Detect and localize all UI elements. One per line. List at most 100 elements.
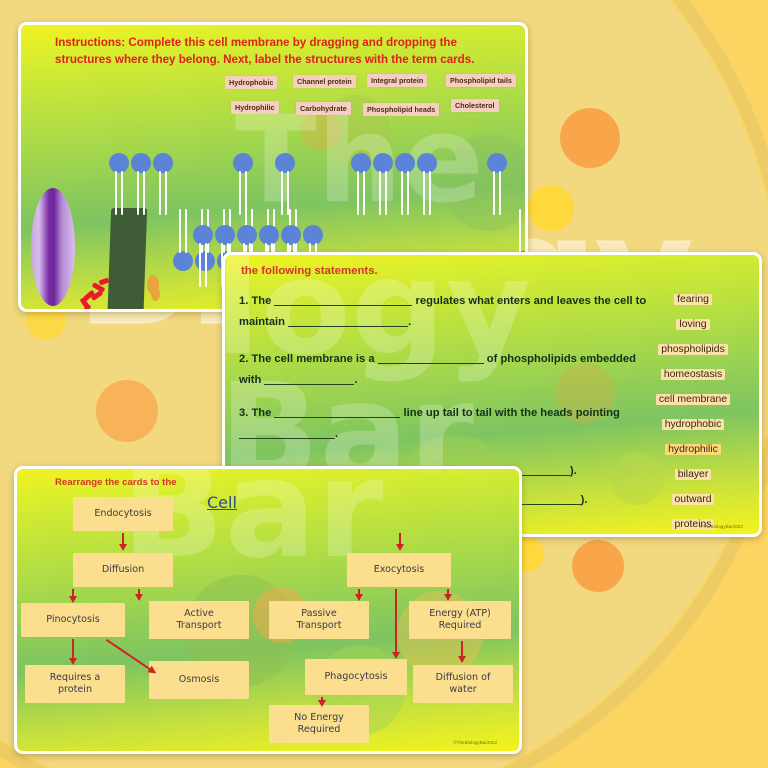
phospholipid-tail bbox=[205, 243, 208, 287]
phospholipid-tail bbox=[385, 171, 388, 215]
term-card-phospholipid-tails[interactable]: Phospholipid tails bbox=[446, 74, 516, 87]
phospholipid-upper-6[interactable] bbox=[373, 153, 393, 215]
phospholipid-tail bbox=[407, 171, 410, 215]
arrow-phagocytosis-to-no-energy bbox=[321, 697, 324, 701]
slide-transport-flowchart[interactable]: Bar Rearrange the cards to the Cell Endo… bbox=[14, 466, 522, 754]
word-bank-item-hydrophilic[interactable]: hydrophilic bbox=[665, 444, 721, 455]
statement-1: 1. The regulates what enters and leaves … bbox=[239, 291, 649, 334]
phospholipid-tail bbox=[363, 171, 366, 215]
membrane-instructions: Instructions: Complete this cell membran… bbox=[55, 36, 475, 66]
phospholipid-upper-3[interactable] bbox=[233, 153, 253, 215]
term-card-cholesterol[interactable]: Cholesterol bbox=[451, 99, 499, 112]
arrow-endocytosis-to-diffusion bbox=[122, 533, 125, 545]
term-card-hydrophobic[interactable]: Hydrophobic bbox=[225, 76, 278, 89]
phospholipid-head bbox=[215, 225, 235, 245]
cholesterol-shape-2[interactable] bbox=[151, 287, 160, 301]
word-bank-item-cell-membrane[interactable]: cell membrane bbox=[655, 394, 731, 405]
phospholipid-upper-8[interactable] bbox=[417, 153, 437, 215]
phospholipid-head bbox=[193, 225, 213, 245]
word-bank-item-hydrophobic[interactable]: hydrophobic bbox=[661, 419, 725, 430]
phospholipid-tail bbox=[378, 171, 381, 215]
phospholipid-head bbox=[487, 153, 507, 173]
phospholipid-tail bbox=[280, 171, 283, 215]
flow-box-phagocytosis[interactable]: Phagocytosis bbox=[305, 659, 407, 695]
phospholipid-head bbox=[351, 153, 371, 173]
flow-box-osmosis[interactable]: Osmosis bbox=[149, 661, 249, 699]
word-bank-item-homeostasis[interactable]: homeostasis bbox=[660, 369, 726, 380]
word-bank-item-outward[interactable]: outward bbox=[671, 494, 715, 505]
flow-box-exocytosis[interactable]: Exocytosis bbox=[347, 553, 451, 587]
flow-instructions: Rearrange the cards to the bbox=[55, 477, 177, 488]
arrow-exocytosis-to-energy bbox=[447, 589, 450, 595]
phospholipid-head bbox=[153, 153, 173, 173]
word-bank-item-proteins[interactable]: proteins bbox=[671, 519, 715, 530]
phospholipid-upper-5[interactable] bbox=[351, 153, 371, 215]
term-card-integral-protein[interactable]: Integral protein bbox=[367, 74, 428, 87]
word-bank-item-fearing[interactable]: fearing bbox=[674, 294, 712, 305]
term-card-phospholipid-heads[interactable]: Phospholipid heads bbox=[363, 103, 440, 116]
phospholipid-head bbox=[173, 251, 193, 271]
arrow-exocytosis-to-passive bbox=[358, 589, 361, 595]
arrow-exocytosis-to-phagocytosis bbox=[395, 589, 398, 653]
phospholipid-head bbox=[233, 153, 253, 173]
term-card-channel-protein[interactable]: Channel protein bbox=[293, 75, 356, 88]
arrow-pinocytosis-to-requires-protein bbox=[72, 639, 75, 659]
phospholipid-tail bbox=[220, 243, 223, 287]
word-bank-row: loving bbox=[637, 314, 749, 339]
phospholipid-tail bbox=[422, 171, 425, 215]
phospholipid-upper-7[interactable] bbox=[395, 153, 415, 215]
arrow-top-to-exocytosis bbox=[399, 533, 402, 545]
integral-protein-shape[interactable] bbox=[106, 208, 148, 309]
carbohydrate-shape[interactable] bbox=[77, 271, 111, 309]
channel-protein-shape[interactable] bbox=[31, 188, 75, 306]
flow-box-endocytosis[interactable]: Endocytosis bbox=[73, 497, 173, 531]
phospholipid-head bbox=[131, 153, 151, 173]
statements-heading: the following statements. bbox=[241, 265, 378, 277]
phospholipid-mid-0[interactable] bbox=[173, 209, 193, 271]
flow-box-diffusion[interactable]: Diffusion bbox=[73, 553, 173, 587]
statement-3-text: 3. The line up tail to tail with the hea… bbox=[239, 407, 620, 441]
phospholipid-head bbox=[275, 153, 295, 173]
phospholipid-lower-0[interactable] bbox=[193, 225, 213, 287]
phospholipid-tail bbox=[492, 171, 495, 215]
phospholipid-tail bbox=[287, 171, 290, 215]
arrow-diffusion-to-pinocytosis bbox=[72, 589, 75, 597]
phospholipid-head bbox=[417, 153, 437, 173]
flow-title: Cell bbox=[207, 493, 237, 512]
flow-box-pinocytosis[interactable]: Pinocytosis bbox=[21, 603, 125, 637]
word-bank-row: homeostasis bbox=[637, 364, 749, 389]
phospholipid-tail bbox=[400, 171, 403, 215]
phospholipid-upper-9[interactable] bbox=[487, 153, 507, 215]
word-bank-row: hydrophilic bbox=[637, 439, 749, 464]
phospholipid-upper-0[interactable] bbox=[109, 153, 129, 215]
phospholipid-tail bbox=[518, 209, 521, 253]
phospholipid-tail bbox=[198, 243, 201, 287]
word-bank-item-phospholipids[interactable]: phospholipids bbox=[658, 344, 728, 355]
word-bank-item-bilayer[interactable]: bilayer bbox=[674, 469, 712, 480]
word-bank-row: outward bbox=[637, 489, 749, 514]
phospholipid-tail bbox=[238, 171, 241, 215]
phospholipid-tail bbox=[185, 209, 188, 253]
phospholipid-upper-2[interactable] bbox=[153, 153, 173, 215]
phospholipid-upper-1[interactable] bbox=[131, 153, 151, 215]
word-bank-item-loving[interactable]: loving bbox=[676, 319, 710, 330]
panel1-blob-3 bbox=[301, 111, 341, 151]
term-card-carbohydrate[interactable]: Carbohydrate bbox=[296, 102, 351, 115]
phospholipid-tail bbox=[158, 171, 161, 215]
phospholipid-tail bbox=[499, 171, 502, 215]
arrow-diffusion-to-active bbox=[138, 589, 141, 595]
phospholipid-tail bbox=[165, 171, 168, 215]
panel1-blob-2 bbox=[441, 135, 525, 231]
word-bank-row: bilayer bbox=[637, 464, 749, 489]
word-bank[interactable]: fearing loving phospholipids homeostasis cel… bbox=[637, 289, 749, 534]
phospholipid-head bbox=[109, 153, 129, 173]
phospholipid-upper-4[interactable] bbox=[275, 153, 295, 215]
flow-box-energy-atp-required[interactable]: Energy (ATP)Required bbox=[409, 601, 511, 639]
term-card-hydrophilic[interactable]: Hydrophilic bbox=[231, 101, 279, 114]
